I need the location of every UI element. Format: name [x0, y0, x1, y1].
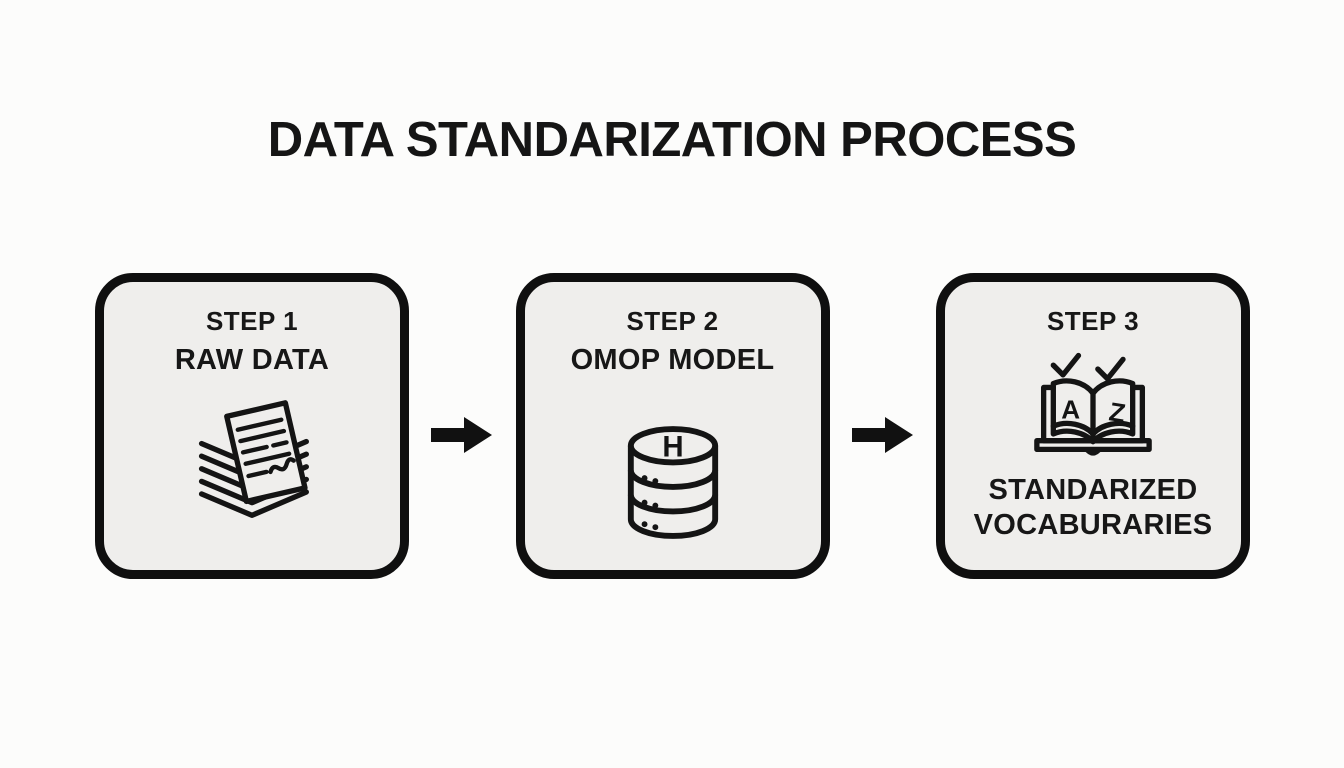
- step-2-title: OMOP MODEL: [570, 344, 775, 376]
- step-1-label: STEP 1: [205, 306, 299, 336]
- step-box-raw-data: STEP 1 RAW DATA: [95, 273, 409, 579]
- step-3-label: STEP 3: [1046, 306, 1140, 336]
- step-3-title: STANDARIZED VOCABURARIES: [974, 473, 1213, 543]
- book-icon-letter-z: Z: [1107, 396, 1127, 428]
- arrow-right-icon: [851, 417, 913, 453]
- step-2-label: STEP 2: [626, 306, 719, 336]
- step-1-title: RAW DATA: [174, 344, 330, 376]
- process-flow: STEP 1 RAW DATA: [95, 273, 1250, 579]
- database-icon-letter: H: [662, 431, 683, 464]
- book-icon-letter-a: A: [1061, 394, 1080, 424]
- step-3-title-line-1: STANDARIZED: [988, 474, 1198, 506]
- database-icon: H: [627, 426, 718, 539]
- document-stack-icon: [198, 400, 309, 518]
- dictionary-book-icon: A Z: [1034, 352, 1152, 456]
- step-box-omop-model: STEP 2 OMOP MODEL H: [515, 273, 830, 579]
- checkmark-icon: [1095, 356, 1126, 382]
- checkmark-icon: [1050, 352, 1082, 378]
- step-3-title-line-2: VOCABURARIES: [973, 509, 1213, 541]
- arrow-right-icon: [431, 417, 493, 453]
- page-title: DATA STANDARIZATION PROCESS: [267, 113, 1077, 167]
- step-box-standardized-vocabularies: STEP 3 A Z STANDARIZED VOCABURARIES: [936, 273, 1250, 579]
